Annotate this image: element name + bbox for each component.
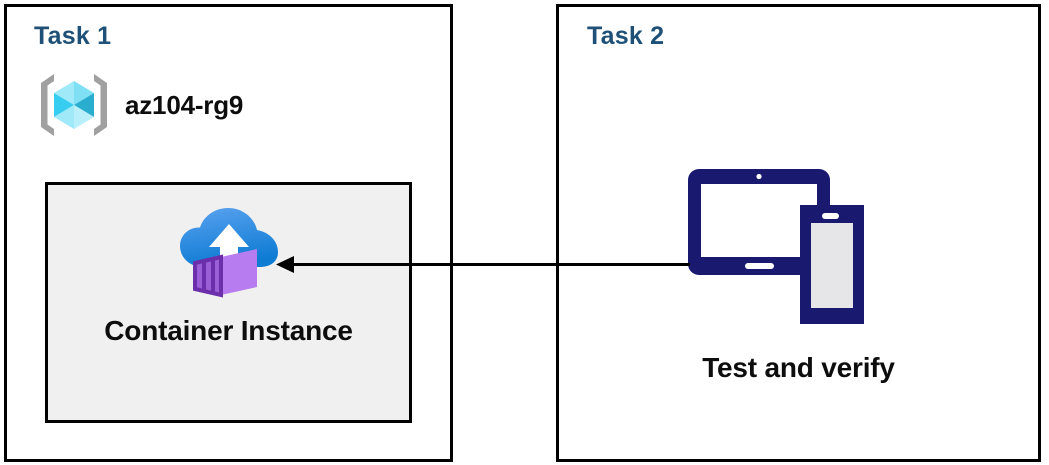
panel-title-task-2: Task 2 xyxy=(587,22,665,50)
container-instance-card: Container Instance xyxy=(45,182,412,423)
panel-title-task-1: Task 1 xyxy=(34,22,112,50)
resource-group-row: az104-rg9 xyxy=(37,69,243,141)
resource-group-label: az104-rg9 xyxy=(125,89,244,120)
devices-label: Test and verify xyxy=(702,352,895,383)
resource-group-icon xyxy=(37,69,111,141)
panel-task-1: Task 1 xyxy=(4,4,453,462)
container-instance-label: Container Instance xyxy=(104,315,353,346)
panel-task-2: Task 2 xyxy=(556,4,1041,462)
